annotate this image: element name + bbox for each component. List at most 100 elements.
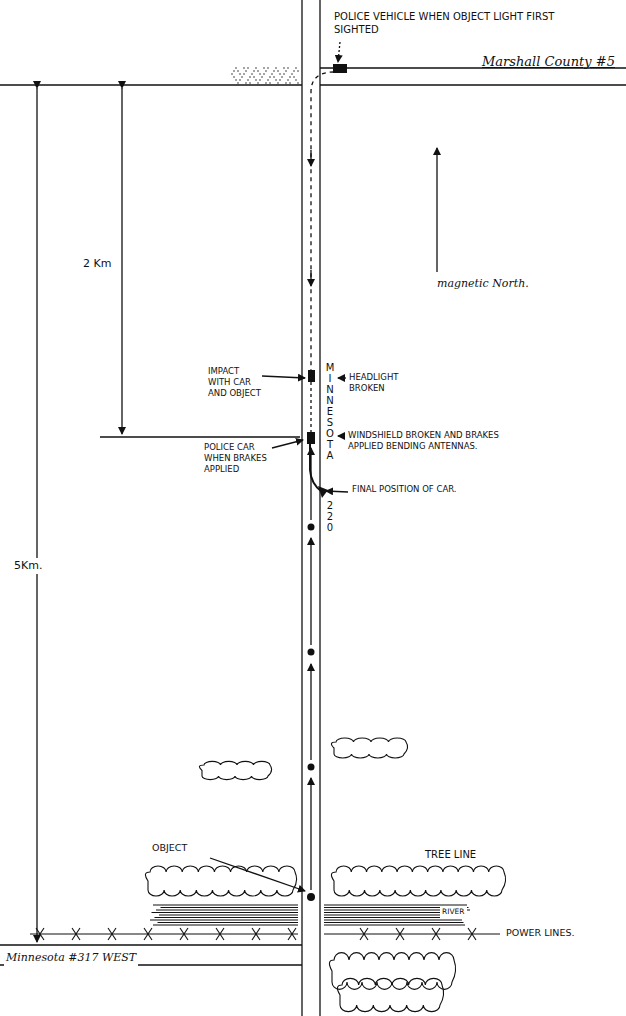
stipple-dot [265,70,267,72]
object-path [310,778,311,890]
tree-cloud [337,978,443,1011]
power-x [108,928,116,940]
road-name: Marshall County #5 [482,54,615,71]
leader-line [272,440,303,448]
vehicle-route [310,382,311,432]
river-stroke [324,914,459,915]
stipple-dot [267,79,269,81]
power-x [396,928,404,940]
stipple-area [231,67,299,84]
road-name: MINNESOTA [325,362,335,461]
stipple-dot [261,76,263,78]
distance-label: 5Km. [12,558,44,574]
vehicle-route [311,72,334,372]
river-stroke [324,912,458,913]
stipple-dot [285,82,287,84]
vehicle-note: POLICE CAR WHEN BRAKES APPLIED [204,442,272,475]
stipple-dot [259,79,261,81]
power-x [432,928,440,940]
stipple-dot [283,73,285,75]
stipple-dot [257,70,259,72]
river-stroke [324,919,462,920]
stipple-dot [271,73,273,75]
stipple-dot [247,79,249,81]
leader-line [210,858,305,891]
stipple-dot [281,76,283,78]
stipple-dot [285,70,287,72]
stipple-dot [275,67,277,69]
stipple-dot [269,82,271,84]
power-x [468,928,476,940]
power-line [324,933,500,934]
leader-line [262,376,305,378]
stipple-dot [235,79,237,81]
dimension-line [121,88,122,434]
object-dot [308,649,315,656]
stipple-dot [245,82,247,84]
stipple-dot [233,70,235,72]
tree-clouds [145,738,505,1012]
power-x [36,928,44,940]
power-x [252,928,260,940]
stipple-dot [263,67,265,69]
power-x [108,928,116,940]
stipple-dot [297,70,299,72]
road-number: 220 [325,500,335,533]
river-stroke [324,924,465,925]
river-label: RIVER [440,906,467,918]
power-x [72,928,80,940]
stipple-dot [237,82,239,84]
stipple-dot [239,73,241,75]
tree-cloud [331,738,407,758]
power-x [72,928,80,940]
stipple-dot [253,70,255,72]
stipple-dot [263,73,265,75]
stipple-dot [293,76,295,78]
position-note: FINAL POSITION OF CAR. [352,484,462,495]
power-line [30,933,298,934]
road-edge [0,84,302,85]
power-x [396,928,404,940]
stipple-dot [273,76,275,78]
object-path [310,538,311,645]
power-lines [30,928,500,940]
skid-path [310,443,322,492]
road-edge [319,0,320,1016]
tree-cloud [145,866,296,896]
river-stroke [153,924,298,925]
stipple-dot [277,82,279,84]
river-stroke [152,912,299,913]
stipple-dot [275,79,277,81]
stipple-dot [239,79,241,81]
river-stroke [155,917,299,918]
stipple-dot [287,79,289,81]
power-x [144,928,152,940]
road-edge [320,84,626,85]
stipple-dot [265,82,267,84]
route-arrow [310,270,311,286]
distance-label: 2 Km [81,256,113,272]
stipple-dot [255,79,257,81]
river-stroke [161,907,299,908]
road-edge [0,944,302,945]
dimension-line [36,88,37,942]
river-stroke [159,914,298,915]
river-stroke [324,922,464,923]
vehicle-note: POLICE VEHICLE WHEN OBJECT LIGHT FIRST S… [334,10,564,36]
stipple-dot [235,67,237,69]
object-dot [307,893,315,901]
stipple-dot [297,82,299,84]
power-x [144,928,152,940]
stipple-dot [249,76,251,78]
river-stroke [150,919,298,920]
river-stroke [156,909,298,910]
road-name: Minnesota #317 WEST [4,950,138,966]
tree-line-label: TREE LINE [425,848,476,861]
stipple-dot [279,79,281,81]
impact-mark [308,370,315,382]
stipple-dot [233,76,235,78]
power-x [252,928,260,940]
stipple-dot [277,70,279,72]
stipple-dot [273,70,275,72]
